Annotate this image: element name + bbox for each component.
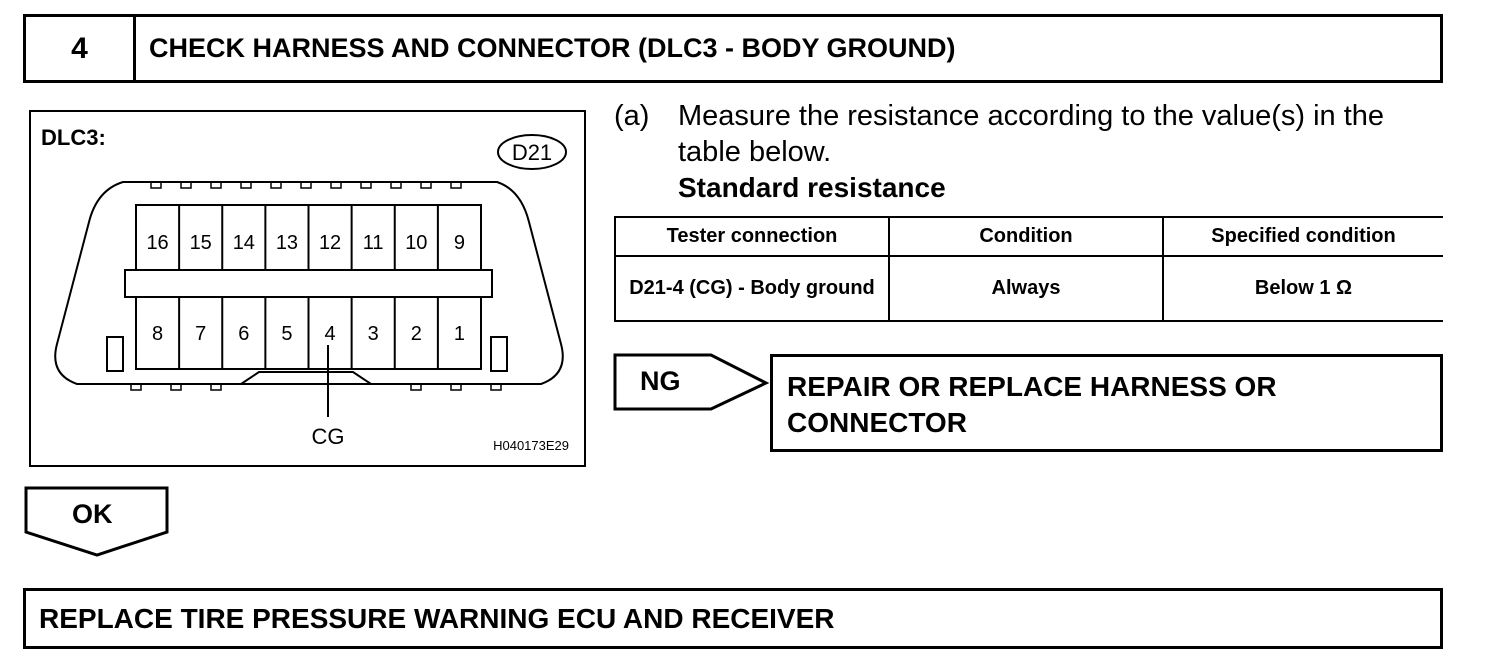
bottom-pin-5: 5: [281, 323, 292, 345]
center-rib: [124, 269, 493, 298]
bottom-pin-1: 1: [454, 323, 465, 345]
standard-resistance-table: Tester connection Condition Specified co…: [614, 216, 1443, 322]
table-header-row: Tester connection Condition Specified co…: [614, 216, 1443, 257]
ok-arrow: [24, 486, 169, 557]
bottom-pin-3: 3: [368, 323, 379, 345]
header-tester-connection: Tester connection: [614, 216, 890, 257]
top-pin-12: 12: [319, 232, 341, 254]
bottom-pin-8: 8: [152, 323, 163, 345]
ng-label: NG: [640, 366, 681, 396]
connector-figure: DLC3: D21 16 15 14 13 12 11 10 9 8 7 6 5 4 3 2 1 CG H0…: [29, 110, 586, 467]
left-latch: [106, 336, 124, 372]
step-header: 4 CHECK HARNESS AND CONNECTOR (DLC3 - BO…: [23, 14, 1443, 83]
instruction-text: Measure the resistance according to the …: [678, 100, 1385, 168]
top-pin-14: 14: [233, 232, 255, 254]
header-condition: Condition: [888, 216, 1164, 257]
step-number: 4: [26, 17, 136, 80]
figure-id: H040173E29: [493, 438, 569, 453]
cell-tester-connection: D21-4 (CG) - Body ground: [614, 255, 890, 322]
header-specified-condition: Specified condition: [1162, 216, 1443, 257]
standard-resistance-label: Standard resistance: [678, 172, 946, 203]
bottom-pin-6: 6: [238, 323, 249, 345]
top-pin-13: 13: [276, 232, 298, 254]
ng-arrow: [613, 353, 770, 411]
ok-label: OK: [72, 499, 113, 529]
right-latch: [490, 336, 508, 372]
cell-specified-condition: Below 1 Ω: [1162, 255, 1443, 322]
top-pin-10: 10: [405, 232, 427, 254]
step-title: CHECK HARNESS AND CONNECTOR (DLC3 - BODY…: [149, 33, 956, 63]
cg-callout-label: CG: [312, 424, 345, 449]
bottom-notches: [130, 384, 502, 391]
table-row: D21-4 (CG) - Body ground Always Below 1 …: [614, 255, 1443, 322]
top-pin-15: 15: [190, 232, 212, 254]
top-pin-11: 11: [363, 232, 384, 254]
top-pin-16: 16: [146, 232, 168, 254]
ng-action-box: REPAIR OR REPLACE HARNESS OR CONNECTOR: [770, 354, 1443, 452]
pin-dividers: [178, 205, 439, 369]
cell-condition: Always: [888, 255, 1164, 322]
bottom-pin-7: 7: [195, 323, 206, 345]
ok-action-box: REPLACE TIRE PRESSURE WARNING ECU AND RE…: [23, 588, 1443, 649]
connector-code-oval: [497, 134, 567, 170]
bottom-pin-4: 4: [325, 323, 336, 345]
pins-top: 16 15 14 13 12 11 10 9: [146, 232, 465, 254]
step-marker: (a): [614, 100, 650, 132]
bottom-key: [240, 371, 372, 385]
connector-code: D21: [512, 140, 552, 165]
connector-name: DLC3:: [41, 125, 106, 150]
top-pin-9: 9: [454, 232, 465, 254]
pins-bottom: 8 7 6 5 4 3 2 1: [152, 323, 465, 345]
dlc3-connector-diagram: DLC3: D21 16 15 14 13 12 11 10 9 8 7 6 5 4 3 2 1 CG H0…: [41, 125, 569, 453]
top-notches: [150, 182, 462, 189]
bottom-pin-2: 2: [411, 323, 422, 345]
connector-body-outline: [54, 181, 564, 385]
